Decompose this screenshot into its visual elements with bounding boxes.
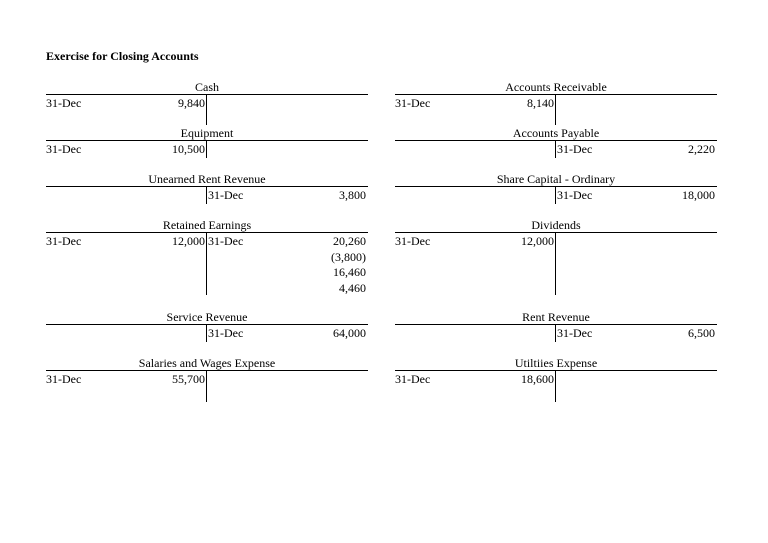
debit-date: 31-Dec <box>46 372 82 386</box>
credit-amount: 4,460 <box>339 281 366 295</box>
t-account-vertical-line <box>206 187 207 204</box>
credit-amount: (3,800) <box>331 250 366 264</box>
debit-amount: 9,840 <box>178 96 205 110</box>
t-account-horizontal-line <box>46 370 368 371</box>
account-name: Dividends <box>531 218 581 232</box>
credit-amount: 64,000 <box>333 326 366 340</box>
t-account-vertical-line <box>206 325 207 342</box>
debit-date: 31-Dec <box>46 142 82 156</box>
credit-amount: 20,260 <box>333 234 366 248</box>
t-account-utilities-expense: Utiltiies Expense 31-Dec 18,600 <box>395 356 717 402</box>
t-account-vertical-line <box>555 325 556 342</box>
credit-date: 31-Dec <box>557 188 593 202</box>
debit-date: 31-Dec <box>395 372 431 386</box>
debit-amount: 18,600 <box>521 372 554 386</box>
t-account-accounts-payable: Accounts Payable 31-Dec 2,220 <box>395 126 717 158</box>
credit-amount: 2,220 <box>688 142 715 156</box>
page-title: Exercise for Closing Accounts <box>46 49 199 63</box>
t-account-horizontal-line <box>46 324 368 325</box>
debit-date: 31-Dec <box>395 234 431 248</box>
account-name: Cash <box>195 80 219 94</box>
t-account-salaries-and-wages-expense: Salaries and Wages Expense 31-Dec 55,700 <box>46 356 368 402</box>
account-name: Equipment <box>180 126 234 140</box>
debit-date: 31-Dec <box>46 234 82 248</box>
credit-amount: 3,800 <box>339 188 366 202</box>
debit-amount: 12,000 <box>521 234 554 248</box>
t-account-equipment: Equipment 31-Dec 10,500 <box>46 126 368 158</box>
t-account-horizontal-line <box>395 370 717 371</box>
t-account-vertical-line <box>206 233 207 295</box>
t-account-horizontal-line <box>46 94 368 95</box>
t-account-horizontal-line <box>395 140 717 141</box>
t-account-horizontal-line <box>395 232 717 233</box>
credit-date: 31-Dec <box>208 234 244 248</box>
account-name: Share Capital - Ordinary <box>496 172 616 186</box>
credit-date: 31-Dec <box>208 326 244 340</box>
t-account-cash: Cash 31-Dec 9,840 <box>46 80 368 126</box>
t-account-service-revenue: Service Revenue 31-Dec 64,000 <box>46 310 368 342</box>
credit-amount: 6,500 <box>688 326 715 340</box>
t-account-vertical-line <box>555 233 556 295</box>
t-account-vertical-line <box>555 95 556 125</box>
credit-date: 31-Dec <box>557 326 593 340</box>
t-account-vertical-line <box>206 141 207 158</box>
t-account-vertical-line <box>555 141 556 158</box>
t-account-vertical-line <box>555 371 556 402</box>
account-name: Rent Revenue <box>522 310 590 324</box>
debit-amount: 8,140 <box>527 96 554 110</box>
t-account-horizontal-line <box>395 186 717 187</box>
account-name: Retained Earnings <box>162 218 252 232</box>
account-name: Unearned Rent Revenue <box>148 172 266 186</box>
t-account-unearned-rent-revenue: Unearned Rent Revenue 31-Dec 3,800 <box>46 172 368 204</box>
t-account-vertical-line <box>555 187 556 204</box>
t-account-horizontal-line <box>46 186 368 187</box>
account-name: Accounts Receivable <box>505 80 607 94</box>
t-account-dividends: Dividends 31-Dec 12,000 <box>395 218 717 298</box>
t-account-horizontal-line <box>46 232 368 233</box>
t-account-horizontal-line <box>46 140 368 141</box>
debit-date: 31-Dec <box>395 96 431 110</box>
t-account-share-capital-ordinary: Share Capital - Ordinary 31-Dec 18,000 <box>395 172 717 204</box>
account-name: Salaries and Wages Expense <box>138 356 276 370</box>
account-name: Utiltiies Expense <box>514 356 598 370</box>
t-account-retained-earnings: Retained Earnings 31-Dec 12,000 31-Dec 2… <box>46 218 368 298</box>
debit-amount: 55,700 <box>172 372 205 386</box>
debit-amount: 12,000 <box>172 234 205 248</box>
credit-date: 31-Dec <box>557 142 593 156</box>
credit-date: 31-Dec <box>208 188 244 202</box>
account-name: Service Revenue <box>166 310 248 324</box>
credit-amount: 18,000 <box>682 188 715 202</box>
credit-amount: 16,460 <box>333 265 366 279</box>
t-account-vertical-line <box>206 95 207 125</box>
t-account-vertical-line <box>206 371 207 402</box>
debit-amount: 10,500 <box>172 142 205 156</box>
account-name: Accounts Payable <box>512 126 600 140</box>
t-account-accounts-receivable: Accounts Receivable 31-Dec 8,140 <box>395 80 717 126</box>
t-account-horizontal-line <box>395 94 717 95</box>
debit-date: 31-Dec <box>46 96 82 110</box>
t-account-rent-revenue: Rent Revenue 31-Dec 6,500 <box>395 310 717 342</box>
t-account-horizontal-line <box>395 324 717 325</box>
